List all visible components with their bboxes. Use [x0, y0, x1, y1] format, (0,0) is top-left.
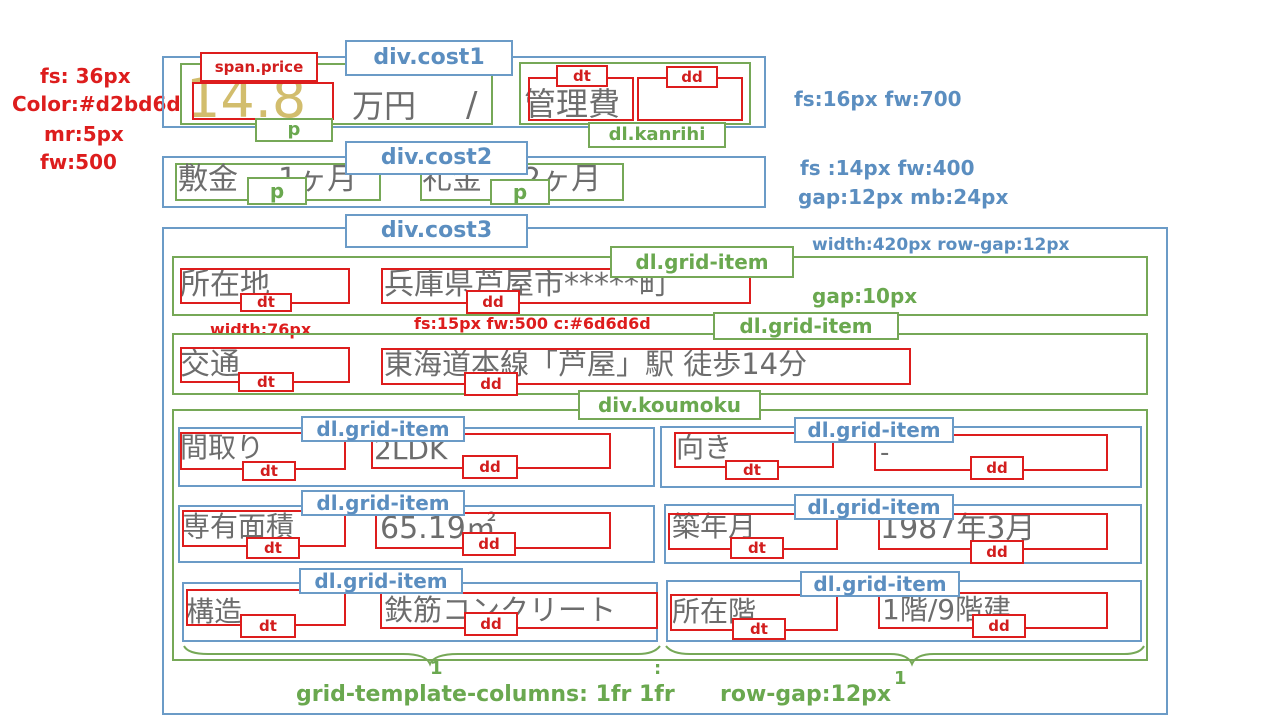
cost3-width-note: width:420px row-gap:12px — [812, 235, 1070, 255]
location-dd-box — [381, 268, 751, 304]
kouzou-dd-label: dd — [464, 612, 518, 636]
dl-kanrihi-label: dl.kanrihi — [588, 122, 726, 148]
chikunengetsu-dt-label: dt — [730, 537, 784, 559]
grid-template-note: grid-template-columns: 1fr 1fr — [296, 682, 675, 707]
note-font-size: fs: 36px — [40, 64, 131, 88]
grid-gap-note: gap:10px — [812, 284, 918, 308]
muki-dt-text: 向き — [676, 431, 733, 464]
chikunengetsu-dt-text: 築年月 — [672, 510, 757, 543]
kanrihi-text: 管理費 — [524, 85, 621, 123]
menseki-grid-item-label: dl.grid-item — [301, 490, 465, 516]
fr-colon: : — [654, 658, 662, 679]
div-cost1-label: div.cost1 — [345, 40, 513, 76]
cost2-style-note-2: gap:12px mb:24px — [798, 185, 1009, 209]
fr-right-number: 1 — [894, 668, 907, 689]
row-gap-note: row-gap:12px — [720, 682, 892, 707]
madori-dd-label: dd — [462, 455, 518, 479]
location-dt-label: dt — [240, 293, 292, 312]
cost2-style-note-1: fs :14px fw:400 — [800, 156, 975, 180]
location-dd-label: dd — [466, 290, 520, 314]
price-p-box — [180, 63, 493, 125]
note-font-weight: fw:500 — [40, 150, 117, 174]
reikin-p-label: p — [490, 179, 550, 205]
chikunengetsu-grid-item-label: dl.grid-item — [794, 494, 954, 520]
div-cost2-label: div.cost2 — [345, 141, 528, 175]
kanrihi-dt-label: dt — [556, 65, 608, 87]
chikunengetsu-dd-label: dd — [970, 540, 1024, 564]
access-dd-label: dd — [464, 372, 518, 396]
access-dt-text: 交通 — [180, 347, 240, 382]
cost3-box — [162, 227, 1168, 715]
price-span-box — [192, 82, 334, 120]
shikikin-p-label: p — [247, 177, 307, 205]
location-grid-item-label: dl.grid-item — [610, 246, 794, 278]
madori-dt-label: dt — [242, 461, 296, 481]
price-unit: 万円 — [352, 87, 417, 125]
column-braces — [183, 645, 1145, 667]
madori-dt-text: 間取り — [180, 431, 265, 464]
access-grid-item-label: dl.grid-item — [713, 312, 899, 340]
dd-style-note: fs:15px fw:500 c:#6d6d6d — [414, 314, 651, 333]
kanrihi-dd-label: dd — [666, 66, 718, 88]
muki-dt-label: dt — [725, 460, 779, 480]
kouzou-dd-box — [380, 592, 658, 629]
price-slash: / — [466, 85, 478, 125]
access-dt-label: dt — [238, 372, 294, 392]
madori-grid-item-label: dl.grid-item — [301, 416, 465, 442]
menseki-dt-label: dt — [246, 537, 300, 559]
muki-grid-item-label: dl.grid-item — [794, 417, 954, 443]
kouzou-dt-label: dt — [240, 614, 296, 638]
muki-dd-label: dd — [970, 456, 1024, 480]
div-koumoku-label: div.koumoku — [578, 390, 761, 420]
menseki-dd-label: dd — [462, 532, 516, 556]
div-cost3-label: div.cost3 — [345, 214, 528, 248]
kouzou-dt-text: 構造 — [186, 595, 243, 628]
note-color: Color:#d2bd6d — [12, 92, 181, 116]
fr-left-number: 1 — [430, 658, 443, 679]
note-margin-right: mr:5px — [44, 122, 124, 146]
shozaikai-grid-item-label: dl.grid-item — [800, 571, 960, 597]
cost1-p-label: p — [255, 118, 333, 142]
access-dd-box — [381, 348, 911, 385]
shozaikai-dt-label: dt — [732, 618, 786, 640]
cost1-style-note: fs:16px fw:700 — [794, 87, 962, 111]
menseki-dt-text: 専有面積 — [182, 510, 295, 543]
shikikin-text: 敷金 — [178, 162, 238, 197]
muki-dd-text: - — [880, 438, 890, 468]
shozaikai-dd-label: dd — [972, 614, 1026, 638]
kouzou-grid-item-label: dl.grid-item — [299, 568, 463, 594]
access-dd-text: 東海道本線「芦屋」駅 徒歩14分 — [384, 347, 808, 381]
span-price-label: span.price — [200, 52, 318, 82]
